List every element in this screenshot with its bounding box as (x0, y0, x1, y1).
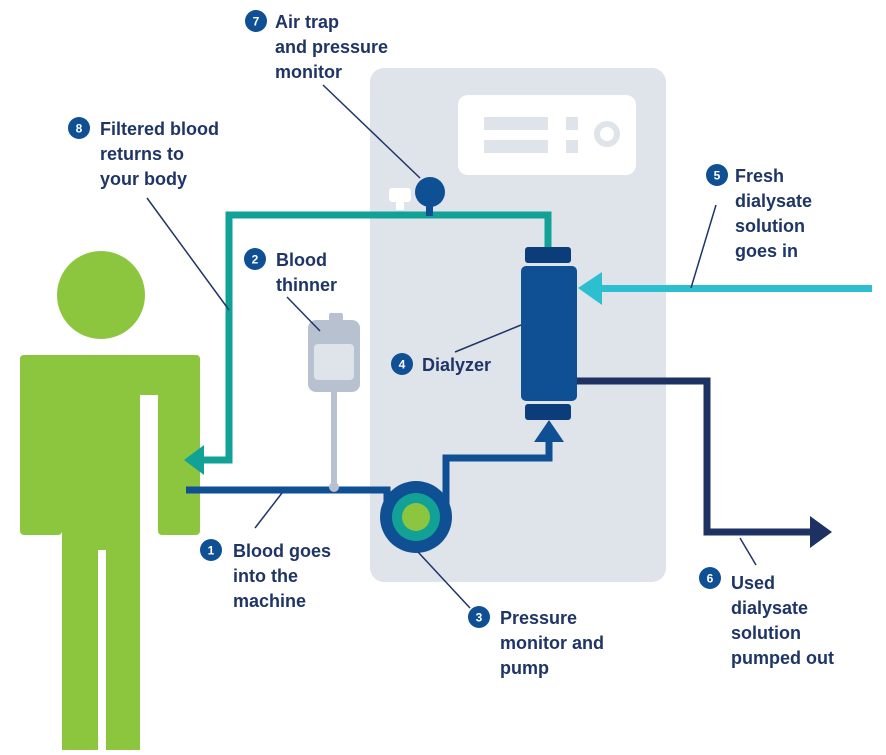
step-text-line: returns to (100, 144, 184, 164)
step-badge (706, 164, 728, 186)
panel-bar-top (484, 117, 548, 130)
panel-bar-small-top (566, 117, 578, 130)
step-6-label: 6 Used dialysate solution pumped out (699, 567, 834, 668)
person-head (57, 251, 145, 339)
step-number: 3 (476, 611, 483, 625)
step-badge (68, 117, 90, 139)
step-number: 7 (253, 15, 260, 29)
dialyzer-top-cap (525, 247, 571, 263)
step-text-line: Pressure (500, 608, 577, 628)
step-text-line: pump (500, 658, 549, 678)
air-trap (389, 177, 445, 216)
step-badge (244, 248, 266, 270)
step-text-line: into the (233, 566, 298, 586)
step-badge (468, 606, 490, 628)
step-1-label: 1 Blood goes into the machine (200, 539, 331, 611)
pressure-pump (380, 481, 452, 553)
step-badge (391, 353, 413, 375)
step-text-line: Blood goes (233, 541, 331, 561)
step-badge (245, 10, 267, 32)
step-number: 6 (707, 572, 714, 586)
used-arrowhead (810, 516, 832, 548)
step-text-line: Used (731, 573, 775, 593)
step-text-line: machine (233, 591, 306, 611)
step-text-line: thinner (276, 275, 337, 295)
step-number: 8 (76, 122, 83, 136)
person-shoulders (20, 355, 200, 395)
step-text-line: Fresh (735, 166, 784, 186)
step-number: 2 (252, 253, 259, 267)
step-7-label: 7 Air trap and pressure monitor (245, 10, 388, 82)
step-text-line: Blood (276, 250, 327, 270)
person-silhouette (20, 251, 200, 750)
step-text-line: solution (731, 623, 801, 643)
step-text-line: dialysate (735, 191, 812, 211)
bag-hanger (329, 313, 343, 321)
step-labels: 1 Blood goes into the machine 2 Blood th… (68, 10, 834, 678)
step-text-line: pumped out (731, 648, 834, 668)
step-text-line: your body (100, 169, 187, 189)
step-text-line: Air trap (275, 12, 339, 32)
fresh-dialysate-line (578, 272, 872, 305)
step-3-label: 3 Pressure monitor and pump (468, 606, 604, 678)
panel-dial-icon (594, 121, 620, 147)
return-arrowhead (184, 445, 204, 475)
panel-bar-bottom (484, 140, 548, 153)
step-text-line: monitor and (500, 633, 604, 653)
step-2-label: 2 Blood thinner (244, 248, 337, 295)
to-dialyzer-arrowhead (534, 420, 564, 442)
dialyzer-bottom-cap (525, 404, 571, 420)
leader-lines (146, 84, 757, 609)
used-dialysate-line (576, 377, 832, 548)
step-text-line: Filtered blood (100, 119, 219, 139)
blood-thinner-bag (308, 313, 360, 492)
dialyzer (521, 247, 577, 420)
step-badge (200, 539, 222, 561)
step-4-label: 4 Dialyzer (391, 353, 491, 375)
person-left-leg (62, 535, 98, 750)
bag-line-junction (329, 482, 339, 492)
pump-center (402, 503, 430, 531)
dialyzer-body (521, 266, 577, 401)
person-right-leg (106, 535, 140, 750)
bag-line (331, 392, 337, 487)
step-8-label: 8 Filtered blood returns to your body (68, 117, 219, 189)
step-number: 4 (399, 358, 406, 372)
step-number: 5 (714, 169, 721, 183)
step-text-line: monitor (275, 62, 342, 82)
blood-return-line (184, 211, 552, 475)
air-trap-clip-stem (396, 200, 404, 210)
panel-bar-small-bottom (566, 140, 578, 153)
step-text-line: dialysate (731, 598, 808, 618)
step-text-line: solution (735, 216, 805, 236)
step-text-line: Dialyzer (422, 355, 491, 375)
step-text-line: goes in (735, 241, 798, 261)
step-5-label: 5 Fresh dialysate solution goes in (706, 164, 812, 261)
air-trap-bulb (415, 177, 445, 207)
person-left-arm (20, 355, 62, 535)
step-number: 1 (208, 544, 215, 558)
step-text-line: and pressure (275, 37, 388, 57)
step-badge (699, 567, 721, 589)
machine-control-panel (458, 95, 636, 175)
air-trap-clip (389, 188, 411, 202)
person-hips (62, 520, 140, 550)
fresh-arrowhead (578, 272, 602, 305)
bag-fluid-window (314, 344, 354, 380)
